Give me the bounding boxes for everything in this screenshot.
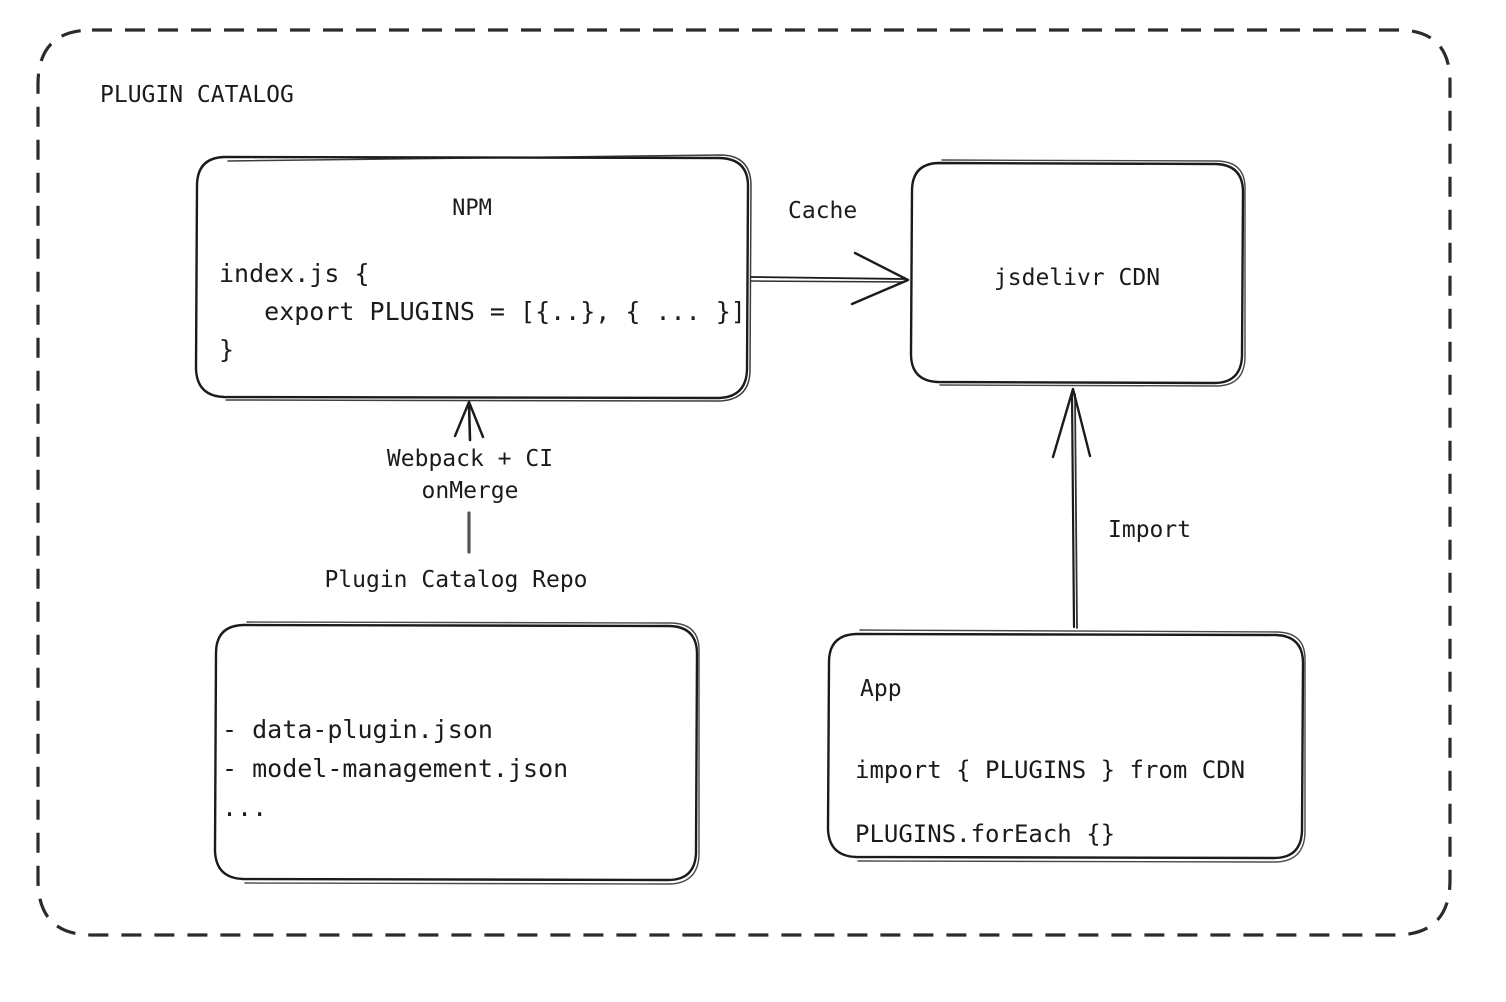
repo-file-line-2: - model-management.json [222, 754, 569, 783]
app-node-title: App [860, 676, 902, 702]
cache-edge-label: Cache [788, 198, 858, 224]
cache-arrow [750, 251, 910, 306]
cdn-box [909, 159, 1246, 387]
npm-code-block: index.js { export PLUGINS = [{..}, { ...… [219, 255, 746, 369]
build-edge-label-line2: onMerge [421, 478, 519, 504]
npm-code-line-2: export PLUGINS = [{..}, { ... }] [219, 297, 746, 326]
cdn-node-title: jsdelivr CDN [993, 265, 1161, 291]
import-arrow [1051, 387, 1092, 629]
repo-file-line-1: - data-plugin.json [222, 715, 493, 744]
npm-box [194, 154, 752, 402]
build-arrow [453, 400, 485, 554]
app-code-block: import { PLUGINS } from CDN PLUGINS.forE… [855, 738, 1245, 866]
npm-node-title: NPM [452, 196, 492, 221]
app-code-line-1: import { PLUGINS } from CDN [855, 756, 1246, 784]
repo-box [213, 621, 700, 885]
npm-code-line-3: } [219, 335, 235, 364]
repo-node-caption: Plugin Catalog Repo [324, 567, 588, 593]
npm-code-line-1: index.js { [219, 259, 370, 288]
container-title: PLUGIN CATALOG [100, 82, 294, 108]
import-edge-label: Import [1108, 517, 1192, 543]
container-border [36, 28, 1452, 937]
repo-file-list: - data-plugin.json - model-management.js… [222, 710, 568, 827]
build-edge-label-line1: Webpack + CI [386, 446, 554, 472]
app-code-line-2: PLUGINS.forEach {} [855, 820, 1116, 848]
repo-file-line-3: ... [222, 793, 268, 822]
app-box [826, 629, 1306, 863]
